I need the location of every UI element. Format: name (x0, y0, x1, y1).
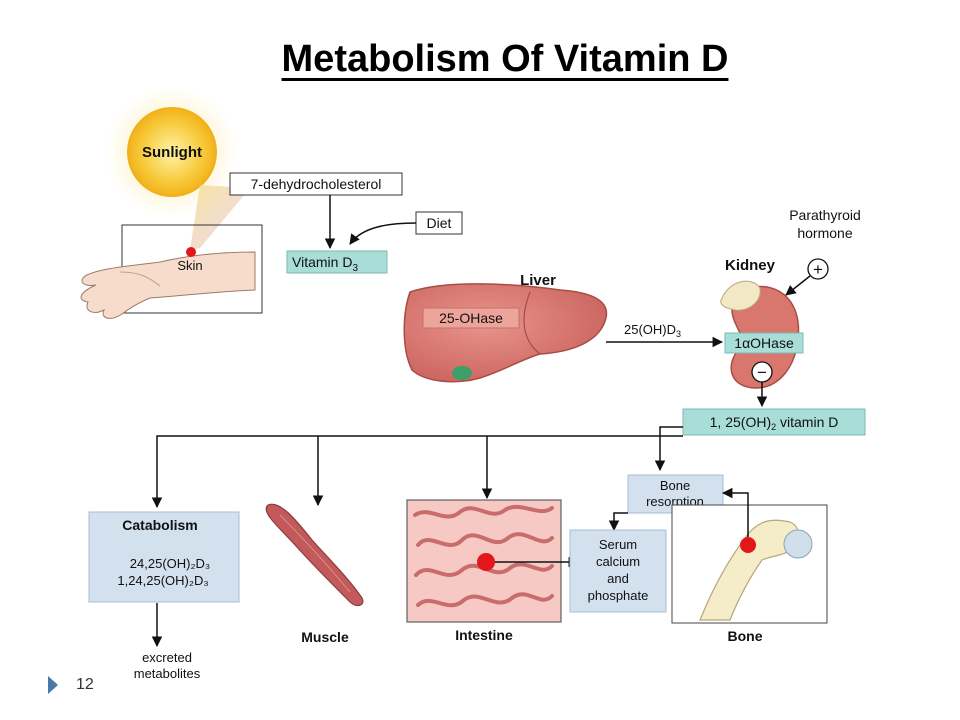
active-vitamin-d-label: 1, 25(OH)2 vitamin D (710, 414, 839, 432)
pth-label-line1: Parathyroid (789, 207, 861, 223)
intestine-marker (477, 553, 495, 571)
catabolite-2: 1,24,25(OH)₂D₃ (117, 573, 208, 588)
liver-enzyme-box (422, 307, 520, 329)
page-number: 12 (76, 676, 94, 693)
vitamin-d3-label: Vitamin D3 (292, 254, 358, 274)
slide-marker-icon (48, 676, 58, 694)
liver-label: Liver (520, 272, 556, 289)
diet-label: Diet (427, 215, 452, 231)
catabolism-title: Catabolism (122, 517, 197, 533)
intestine-label: Intestine (455, 627, 513, 643)
precursor-label: 7-dehydrocholesterol (251, 176, 382, 192)
sun-icon (106, 86, 238, 218)
serum-line2: calcium (596, 554, 640, 569)
serum-box (569, 529, 667, 613)
sunlight-label: Sunlight (142, 144, 202, 161)
arrow-bone-to-resorption (721, 487, 749, 537)
arrow-pth-to-kidney (785, 275, 811, 296)
muscle-illustration (265, 503, 364, 607)
bone-illustration (699, 519, 813, 621)
inhibit-sign: − (757, 363, 767, 382)
sunlight-beam (190, 185, 250, 250)
kidney-label: Kidney (725, 257, 776, 274)
vitamin-d3-box (286, 250, 388, 274)
bone-label: Bone (728, 628, 763, 644)
active-vitamin-d-box (682, 408, 866, 436)
skin-label: Skin (177, 258, 202, 273)
serum-line4: phosphate (588, 588, 649, 603)
excreted-line2: metabolites (134, 666, 201, 681)
hand-illustration (80, 251, 256, 319)
liver-enzyme-label: 25-OHase (439, 310, 503, 326)
serum-line3: and (607, 571, 629, 586)
serum-line1: Serum (599, 537, 637, 552)
bone-resorption-line1: Bone (660, 478, 690, 493)
catabolite-1: 24,25(OH)₂D₃ (130, 556, 210, 571)
distribution-lines (151, 426, 683, 509)
pth-label-line2: hormone (797, 225, 852, 241)
bone-marker (740, 537, 756, 553)
liver-illustration (403, 283, 608, 383)
liver-product-label: 25(OH)D3 (624, 322, 681, 339)
arrow-resorption-to-serum (608, 512, 628, 532)
catabolism-box (88, 511, 240, 603)
pth-stimulate-icon (807, 258, 829, 280)
skin-marker (186, 247, 196, 257)
muscle-label: Muscle (301, 629, 349, 645)
arrow-diet-to-vitd3 (349, 222, 417, 245)
kidney-enzyme-box (724, 332, 804, 354)
excreted-line1: excreted (142, 650, 192, 665)
pth-sign: + (813, 260, 823, 279)
precursor-box (229, 172, 403, 196)
kidney-enzyme-label: 1αOHase (734, 335, 794, 351)
page-title: Metabolism Of Vitamin D (281, 38, 729, 80)
